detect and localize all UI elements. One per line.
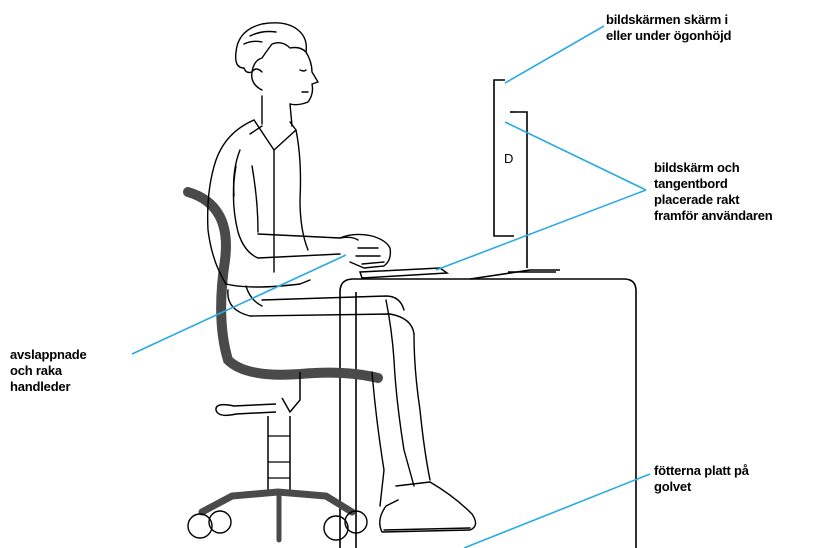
label-feet-flat: fötterna platt på golvet bbox=[654, 463, 749, 495]
label-monitor-line-2: tangentbord bbox=[654, 176, 773, 192]
label-relaxed-wrists: avslappnade och raka handleder bbox=[10, 347, 87, 395]
label-screen-line-1: bildskärmen skärm i bbox=[606, 12, 731, 28]
label-screen-height: bildskärmen skärm i eller under ögonhöjd bbox=[606, 12, 731, 44]
callout-line-monitor bbox=[505, 122, 646, 190]
label-monitor-line-1: bildskärm och bbox=[654, 160, 773, 176]
label-feet-line-2: golvet bbox=[654, 479, 749, 495]
monitor-logo-glyph: D bbox=[504, 151, 513, 166]
callout-line-keyboard bbox=[436, 190, 646, 270]
label-screen-line-2: eller under ögonhöjd bbox=[606, 28, 731, 44]
chair bbox=[188, 192, 378, 540]
callout-line-screen bbox=[505, 26, 604, 83]
callout-line-feet bbox=[464, 474, 650, 548]
seated-person bbox=[208, 23, 476, 532]
label-feet-line-1: fötterna platt på bbox=[654, 463, 749, 479]
callout-line-arms bbox=[132, 255, 346, 354]
label-arms-line-2: och raka bbox=[10, 363, 87, 379]
label-monitor-line-4: framför användaren bbox=[654, 208, 773, 224]
monitor: D bbox=[470, 80, 560, 279]
callout-lines bbox=[132, 26, 650, 548]
label-arms-line-3: handleder bbox=[10, 379, 87, 395]
label-monitor-line-3: placerade rakt bbox=[654, 192, 773, 208]
label-monitor-keyboard: bildskärm och tangentbord placerade rakt… bbox=[654, 160, 773, 224]
label-arms-line-1: avslappnade bbox=[10, 347, 87, 363]
keyboard bbox=[360, 268, 447, 278]
